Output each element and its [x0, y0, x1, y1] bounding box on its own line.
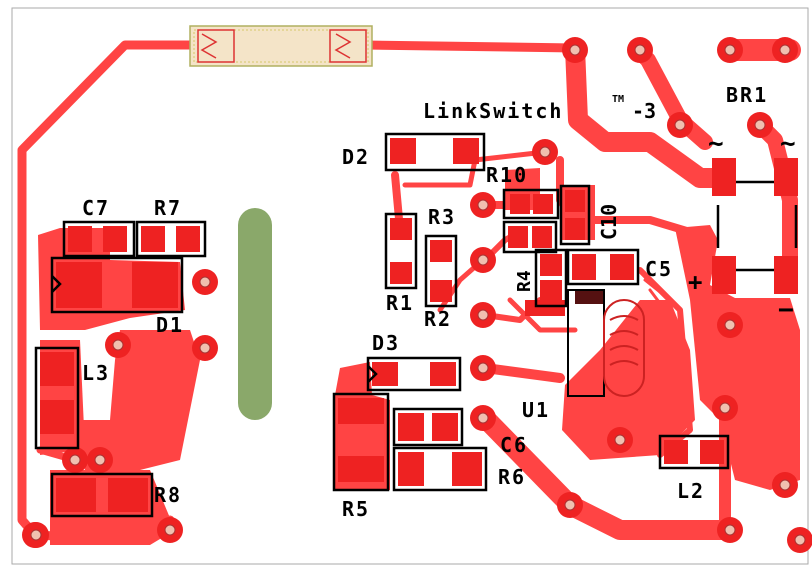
drill-hole — [614, 434, 626, 446]
title-text: LinkSwitch — [423, 99, 563, 123]
label-c5: C5 — [645, 257, 673, 281]
trademark-mark: TM — [612, 94, 624, 105]
drill-hole — [164, 524, 176, 536]
label-r2: R2 — [424, 307, 452, 331]
drill-hole — [477, 362, 489, 374]
label-r10: R10 — [486, 163, 528, 187]
through-hole-pads — [22, 37, 812, 553]
drill-hole — [634, 44, 646, 56]
drill-hole — [477, 199, 489, 211]
label-ac-right: ~ — [780, 129, 796, 159]
label-r6: R6 — [498, 465, 526, 489]
drill-hole — [674, 119, 686, 131]
label-l3: L3 — [82, 361, 110, 385]
drill-hole — [724, 44, 736, 56]
drill-hole — [477, 412, 489, 424]
drill-hole — [569, 44, 581, 56]
label-r4: R4 — [514, 270, 535, 292]
drill-hole — [779, 479, 791, 491]
label-r8: R8 — [154, 483, 182, 507]
label-d2: D2 — [342, 145, 370, 169]
silkscreen-outlines — [34, 132, 798, 518]
label-d3: D3 — [372, 331, 400, 355]
drill-hole — [112, 339, 124, 351]
drill-hole — [477, 309, 489, 321]
transformer-coil — [603, 299, 645, 397]
drill-hole — [564, 499, 576, 511]
label-c6: C6 — [500, 433, 528, 457]
label-r7: R7 — [154, 196, 182, 220]
label-c7: C7 — [82, 196, 110, 220]
drill-hole — [477, 254, 489, 266]
drill-hole — [754, 119, 766, 131]
label-ac-left: ~ — [708, 129, 724, 159]
drill-hole — [719, 402, 731, 414]
label-c10: C10 — [597, 204, 621, 240]
label-l2: L2 — [677, 479, 705, 503]
label-plus: + — [688, 268, 702, 296]
title-suffix: -3 — [632, 99, 656, 123]
drill-hole — [794, 534, 806, 546]
label-u1: U1 — [522, 398, 550, 422]
drill-hole — [199, 342, 211, 354]
fuse-footprint — [189, 25, 373, 67]
drill-hole — [539, 146, 551, 158]
drill-hole — [779, 44, 791, 56]
silkscreen-labels: LinkSwitch TM -3 BR1 D2 R10 R3 C10 R4 C5… — [82, 83, 796, 521]
label-d1: D1 — [156, 313, 184, 337]
drill-hole — [724, 319, 736, 331]
drill-hole — [30, 529, 42, 541]
drill-hole — [199, 276, 211, 288]
drill-hole — [69, 454, 81, 466]
isolation-slot — [238, 208, 272, 420]
drill-hole — [724, 524, 736, 536]
smd-pads — [40, 138, 798, 512]
label-br1: BR1 — [726, 83, 768, 107]
label-r5: R5 — [342, 497, 370, 521]
label-r1: R1 — [386, 291, 414, 315]
drill-hole — [94, 454, 106, 466]
label-r3: R3 — [428, 205, 456, 229]
board-outline — [11, 7, 809, 565]
label-minus: − — [778, 295, 794, 325]
